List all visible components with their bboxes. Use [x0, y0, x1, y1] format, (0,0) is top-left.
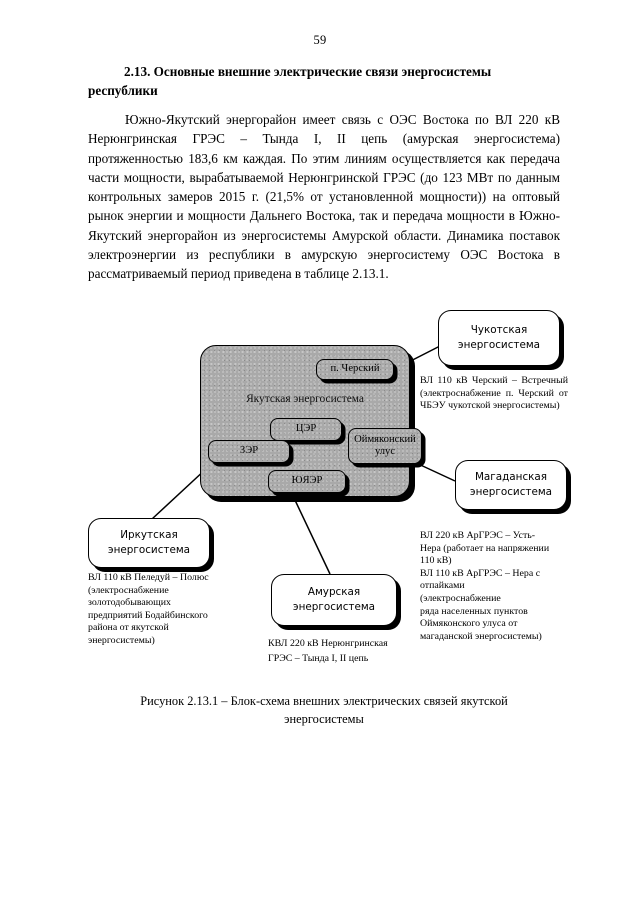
- heading-line-1: 2.13. Основные внешние электрические свя…: [124, 64, 492, 79]
- annotation-magadan-line-7: ряда населенных пунктов: [420, 605, 528, 617]
- annotation-magadan-line-3: 110 кВ): [420, 555, 452, 567]
- annotation-chukotka-note: ВЛ 110 кВ Черский – Встречный (электросн…: [420, 375, 568, 412]
- connector-oymyakon-magadan: [413, 461, 456, 482]
- body-paragraph: Южно-Якутский энергорайон имеет связь с …: [88, 112, 560, 282]
- sub-block-zer-label: ЗЭР: [239, 445, 259, 457]
- sub-block-chersky-label: п. Черский: [330, 363, 380, 375]
- annotation-irkutsk-note: ВЛ 110 кВ Пеледуй – Полюс (электроснабже…: [88, 572, 209, 646]
- callout-chukotka-line-2: энергосистема: [457, 339, 541, 351]
- annotation-magadan-line-1: ВЛ 220 кВ АрГРЭС – Усть-: [420, 530, 536, 541]
- yakutsk-power-system-container: Якутская энергосистема: [200, 345, 410, 497]
- figure-caption-line-1: Рисунок 2.13.1 – Блок-схема внешних элек…: [140, 694, 508, 708]
- annotation-amur-note: КВЛ 220 кВ Нерюнгринская ГРЭС – Тында I,…: [268, 638, 388, 664]
- sub-block-oymyakon-label: Оймяконский улус: [354, 434, 416, 457]
- annotation-magadan-line-6: (электроснабжение: [420, 592, 501, 604]
- sub-block-yuyaer: ЮЯЭР: [268, 470, 346, 493]
- annotation-magadan-line-4: ВЛ 110 кВ АрГРЭС – Нера с: [420, 567, 541, 579]
- annotation-magadan-line-9: магаданской энергосистемы): [420, 630, 542, 642]
- sub-block-zer: ЗЭР: [208, 440, 290, 463]
- sub-block-chersky: п. Черский: [316, 359, 394, 380]
- sub-block-cer-label: ЦЭР: [295, 423, 317, 435]
- callout-chukotka-line-1: Чукотская: [470, 324, 528, 336]
- annotation-magadan-note: ВЛ 220 кВ АрГРЭС – Усть- Нера (работает …: [420, 530, 572, 643]
- figure-caption: Рисунок 2.13.1 – Блок-схема внешних элек…: [88, 692, 560, 728]
- annotation-magadan-line-5: отпайками: [420, 580, 465, 592]
- annotation-magadan-line-8: Оймяконского улуса от: [420, 618, 518, 630]
- callout-irkutsk-power-system: Иркутская энергосистема: [88, 518, 210, 568]
- page-number: 59: [313, 33, 327, 47]
- callout-irkutsk-line-2: энергосистема: [107, 544, 191, 556]
- heading-line-2: республики: [88, 83, 158, 98]
- connector-yuyaer-amur: [293, 497, 331, 575]
- sub-block-oymyakon: Оймяконский улус: [348, 428, 422, 464]
- callout-amur-power-system: Амурская энергосистема: [271, 574, 397, 626]
- yakutsk-power-system-title: Якутская энергосистема: [246, 393, 364, 405]
- callout-magadan-power-system: Магаданская энергосистема: [455, 460, 567, 510]
- callout-magadan-line-1: Магаданская: [474, 471, 548, 483]
- callout-amur-line-2: энергосистема: [292, 601, 376, 613]
- callout-magadan-line-2: энергосистема: [469, 486, 553, 498]
- figure-caption-line-2: энергосистемы: [284, 712, 364, 726]
- connector-chersky-chukotka: [390, 345, 441, 372]
- sub-block-cer: ЦЭР: [270, 418, 342, 441]
- callout-chukotka-power-system: Чукотская энергосистема: [438, 310, 560, 366]
- annotation-magadan-line-2: Нера (работает на напряжении: [420, 542, 550, 554]
- callout-amur-line-1: Амурская: [307, 586, 361, 598]
- section-heading: 2.13. Основные внешние электрические свя…: [88, 62, 560, 119]
- sub-block-yuyaer-label: ЮЯЭР: [291, 475, 323, 487]
- connector-zer-irkutsk: [151, 467, 208, 520]
- callout-irkutsk-line-1: Иркутская: [120, 529, 178, 541]
